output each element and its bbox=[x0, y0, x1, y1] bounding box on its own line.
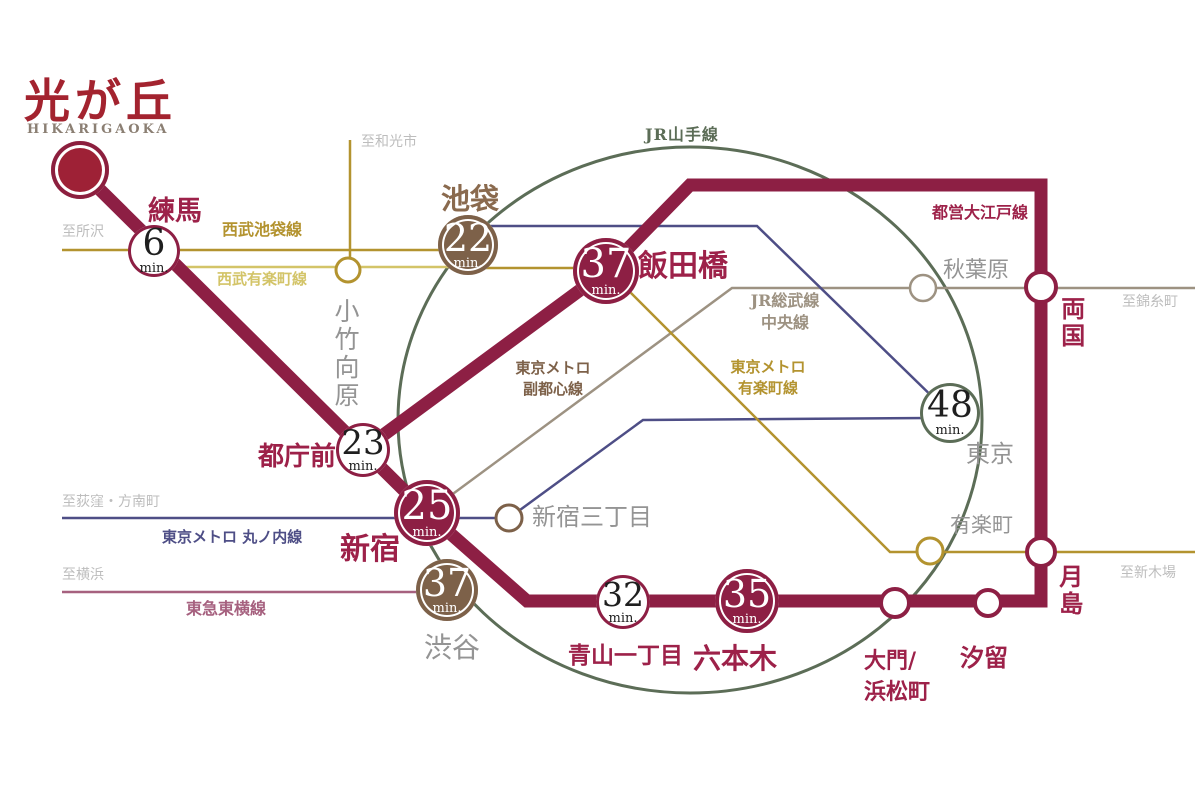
line-label-jr-yamanote: JR山手線 bbox=[645, 125, 719, 144]
time-badge-ikebukuro: 22 min. bbox=[438, 215, 498, 275]
station-label-akihabara: 秋葉原 bbox=[943, 258, 1010, 283]
station-label-yurakucho: 有楽町 bbox=[950, 513, 1013, 537]
time-badge-roppongi: 35 min. bbox=[715, 569, 779, 633]
time-value: 23 bbox=[341, 422, 385, 463]
station-label-shinjuku: 新宿 bbox=[340, 532, 400, 567]
time-badge-aoyama-itchome: 32 min. bbox=[596, 575, 650, 629]
direction-label-ogikubo: 至荻窪・方南町 bbox=[62, 494, 160, 510]
hikarigaoka-station-marker bbox=[51, 141, 109, 199]
line-label-seibu-yurakucho: 西武有楽町線 bbox=[217, 270, 308, 288]
time-value: 37 bbox=[422, 560, 472, 605]
line-label-metro-fukutoshin-line2: 副都心線 bbox=[522, 380, 583, 398]
direction-label-wakoshi: 至和光市 bbox=[361, 134, 417, 150]
station-label-daimon-line1: 大門/ bbox=[864, 648, 917, 674]
station-label-daimon-hamamatsucho: 大門/ 浜松町 bbox=[864, 646, 930, 708]
kotakemukaihara-station-marker bbox=[334, 256, 362, 284]
page-title-romaji: HIKARIGAOKA bbox=[27, 122, 170, 137]
time-badge-shibuya: 37 min. bbox=[416, 559, 478, 621]
line-label-tokyu-toyoko: 東急東横線 bbox=[186, 599, 267, 618]
line-label-metro-fukutoshin-line1: 東京メトロ bbox=[515, 359, 591, 377]
time-value: 22 bbox=[443, 215, 493, 260]
min-label: min. bbox=[608, 610, 638, 626]
station-label-roppongi: 六本木 bbox=[693, 642, 778, 675]
yurakucho-station-marker bbox=[915, 536, 945, 566]
shinjuku-sanchome-station-marker bbox=[494, 503, 524, 533]
line-label-metro-yurakucho-line1: 東京メトロ bbox=[730, 358, 806, 376]
time-value: 48 bbox=[927, 384, 973, 426]
tsukishima-station-marker bbox=[1025, 536, 1057, 568]
min-label: min. bbox=[412, 525, 442, 540]
station-label-tsukishima: 月島 bbox=[1054, 564, 1084, 618]
min-label: min. bbox=[348, 459, 378, 475]
min-label: min. bbox=[935, 423, 965, 439]
station-label-shibuya: 渋谷 bbox=[424, 631, 481, 664]
station-label-shiodome: 汐留 bbox=[960, 643, 1008, 672]
direction-label-yokohama: 至横浜 bbox=[62, 567, 104, 583]
time-badge-shinjuku: 25 min. bbox=[394, 480, 460, 546]
min-label: min. bbox=[453, 256, 483, 272]
station-label-shinjuku-sanchome: 新宿三丁目 bbox=[532, 503, 652, 531]
shiodome-station-marker bbox=[973, 588, 1003, 618]
time-value: 6 bbox=[142, 222, 166, 264]
line-label-jr-sobu: JR総武線 bbox=[750, 291, 820, 310]
min-label: min. bbox=[432, 601, 462, 617]
ryogoku-station-marker bbox=[1024, 270, 1058, 304]
station-label-ryogoku: 両国 bbox=[1056, 296, 1086, 350]
station-label-kotakemukaihara: 小竹向原 bbox=[331, 298, 360, 410]
time-badge-tokyo: 48 min. bbox=[920, 383, 980, 443]
time-badge-iidabashi: 37 min. bbox=[573, 238, 639, 304]
min-label: min. bbox=[139, 261, 169, 277]
station-label-ikebukuro: 池袋 bbox=[441, 182, 500, 216]
line-label-seibu-ikebukuro: 西武池袋線 bbox=[222, 220, 303, 239]
time-badge-tochomae: 23 min. bbox=[336, 423, 390, 477]
direction-label-tokorozawa: 至所沢 bbox=[62, 224, 104, 240]
marunouchi-line-west bbox=[62, 416, 931, 520]
station-label-tochomae: 都庁前 bbox=[258, 442, 337, 472]
line-label-metro-marunouchi: 東京メトロ 丸ノ内線 bbox=[162, 528, 303, 546]
station-label-aoyama-itchome: 青山一丁目 bbox=[568, 642, 683, 669]
line-label-metro-fukutoshin: 東京メトロ 副都心線 bbox=[505, 358, 601, 400]
line-label-jr-chuo: 中央線 bbox=[760, 312, 809, 332]
min-label: min. bbox=[732, 612, 762, 628]
station-label-nerima: 練馬 bbox=[148, 196, 202, 227]
time-badge-nerima: 6 min. bbox=[128, 225, 180, 277]
time-value: 25 bbox=[401, 483, 453, 529]
marunouchi-line-north bbox=[470, 224, 947, 411]
page-title: 光が丘 bbox=[24, 74, 177, 128]
station-label-daimon-line2: 浜松町 bbox=[864, 678, 931, 705]
line-label-metro-yurakucho: 東京メトロ 有楽町線 bbox=[722, 357, 814, 399]
station-label-tokyo: 東京 bbox=[966, 440, 1014, 468]
time-value: 37 bbox=[580, 241, 632, 287]
direction-label-kinshicho: 至錦糸町 bbox=[1122, 294, 1178, 310]
line-label-metro-yurakucho-line2: 有楽町線 bbox=[737, 379, 798, 397]
akihabara-station-marker bbox=[908, 273, 938, 303]
direction-label-shinkiba: 至新木場 bbox=[1120, 565, 1176, 581]
line-label-jr-sobu-chuo: JR総武線 中央線 bbox=[730, 290, 840, 333]
daimon-hamamatsucho-station-marker bbox=[879, 587, 911, 619]
time-value: 32 bbox=[602, 575, 644, 615]
time-value: 35 bbox=[722, 571, 772, 616]
line-label-toei-oedo: 都営大江戸線 bbox=[932, 203, 1029, 222]
station-label-iidabashi: 飯田橋 bbox=[638, 249, 728, 284]
min-label: min. bbox=[591, 283, 621, 298]
